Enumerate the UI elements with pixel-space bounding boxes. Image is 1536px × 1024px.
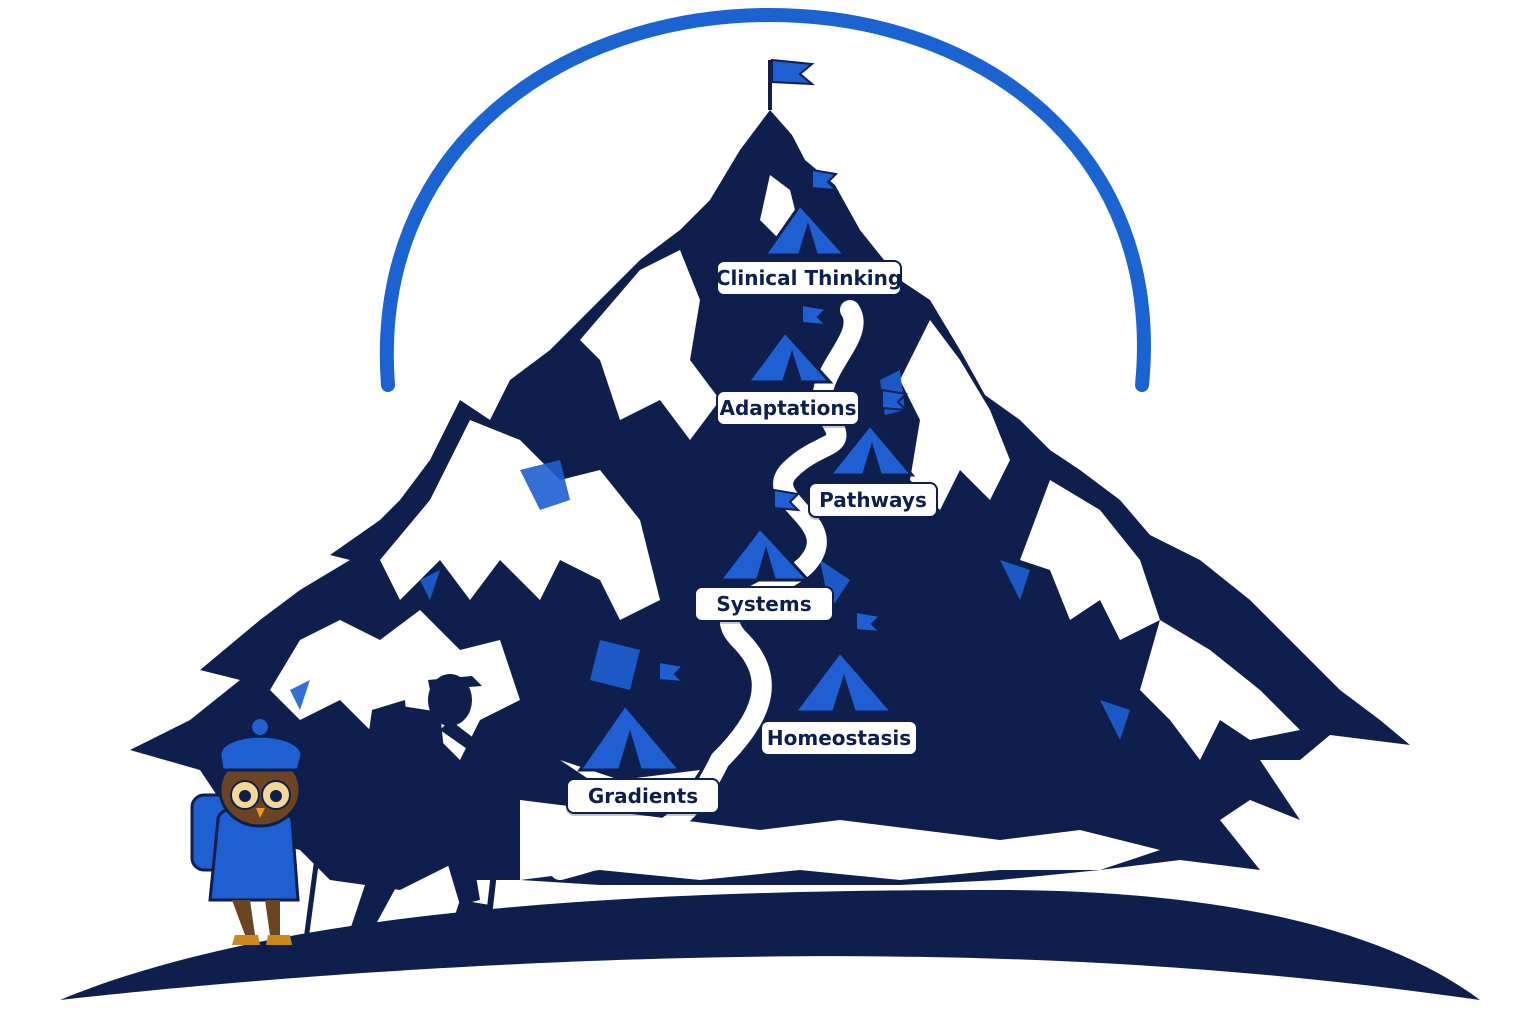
camp-label-homeostasis: Homeostasis	[760, 720, 918, 756]
camp-clinical-thinking-tent	[762, 168, 849, 257]
camp-label-clinical-thinking: Clinical Thinking	[716, 260, 902, 296]
camp-gradients-tent	[577, 660, 686, 772]
owl-mascot	[190, 717, 304, 945]
ground-hill	[60, 890, 1480, 1000]
camp-label-systems: Systems	[694, 586, 834, 622]
camp-pathways-tent	[826, 388, 916, 477]
summit-flag-icon	[768, 58, 815, 110]
trekking-pole-icon	[485, 749, 511, 926]
camp-systems-tent	[716, 488, 812, 582]
hiker-silhouette	[345, 674, 500, 945]
blue-accents	[290, 370, 1130, 740]
camp-label-adaptations: Adaptations	[716, 390, 860, 426]
camp-homeostasis-tent	[792, 610, 896, 714]
camp-label-gradients: Gradients	[566, 778, 720, 814]
backpack-icon	[365, 700, 412, 790]
camp-label-pathways: Pathways	[808, 482, 938, 518]
horizon-arc	[379, 7, 1151, 392]
owl-trekking-pole-icon	[303, 849, 321, 941]
camp-adaptations-tent	[745, 303, 834, 384]
